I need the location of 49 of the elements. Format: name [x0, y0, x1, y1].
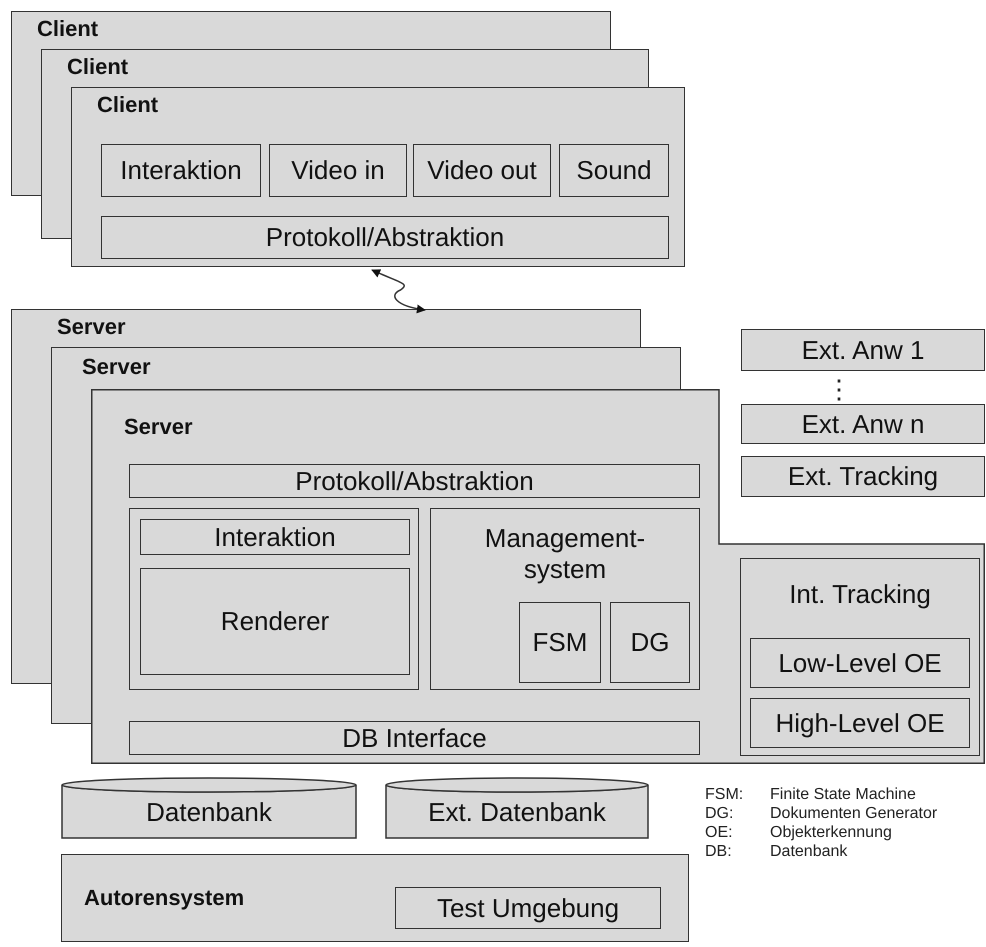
- group-heading: Int. Tracking: [788, 579, 932, 610]
- database-cylinder: [385, 777, 649, 839]
- module-group-box: [430, 508, 700, 690]
- group-heading: Management- system: [484, 523, 646, 585]
- module-box: Interaktion: [140, 519, 410, 555]
- database-label: Ext. Datenbank: [427, 797, 607, 828]
- module-box: Test Umgebung: [395, 887, 661, 929]
- layer-heading: Server: [82, 354, 151, 380]
- abbreviation-definition: Dokumenten Generator: [770, 805, 938, 823]
- module-box: DB Interface: [129, 721, 700, 755]
- layer-panel: [11, 11, 611, 49]
- layer-heading: Client: [37, 16, 98, 42]
- layer-panel: [61, 854, 689, 942]
- group-box: [129, 508, 419, 690]
- layer-panel: [11, 309, 641, 347]
- layer-panel: [41, 49, 649, 87]
- module-box: Ext. Anw 1: [741, 329, 985, 371]
- layer-heading: Autorensystem: [84, 885, 244, 911]
- module-box: Video out: [413, 144, 551, 197]
- ellipsis-mark: ⋮: [826, 374, 852, 405]
- module-group-box: [740, 558, 980, 756]
- module-box: Ext. Tracking: [741, 456, 985, 497]
- module-box: Protokoll/Abstraktion: [101, 216, 669, 259]
- module-box: Ext. Anw n: [741, 404, 985, 444]
- module-box: Low-Level OE: [750, 638, 970, 688]
- layer-heading: Server: [57, 314, 126, 340]
- database-cylinder: [61, 777, 357, 839]
- module-box: High-Level OE: [750, 698, 970, 748]
- layer-heading: Client: [97, 92, 158, 118]
- abbreviation: DG:: [705, 805, 734, 823]
- module-box: Renderer: [140, 568, 410, 675]
- module-box: Interaktion: [101, 144, 261, 197]
- module-box: FSM: [519, 602, 601, 683]
- module-box: Protokoll/Abstraktion: [129, 464, 700, 498]
- layer-heading: Client: [67, 54, 128, 80]
- layer-panel: [51, 347, 681, 389]
- database-label: Datenbank: [145, 797, 273, 828]
- abbreviation: FSM:: [705, 786, 744, 804]
- module-box: Sound: [559, 144, 669, 197]
- abbreviation-definition: Finite State Machine: [770, 786, 916, 804]
- layer-panel: [71, 87, 685, 267]
- abbreviation: OE:: [705, 824, 733, 842]
- abbreviation-definition: Datenbank: [770, 843, 848, 861]
- connection-arrow: [371, 269, 426, 314]
- layer-heading: Server: [124, 414, 193, 440]
- abbreviation-definition: Objekterkennung: [770, 824, 892, 842]
- module-box: DG: [610, 602, 690, 683]
- abbreviation: DB:: [705, 843, 732, 861]
- module-box: Video in: [269, 144, 407, 197]
